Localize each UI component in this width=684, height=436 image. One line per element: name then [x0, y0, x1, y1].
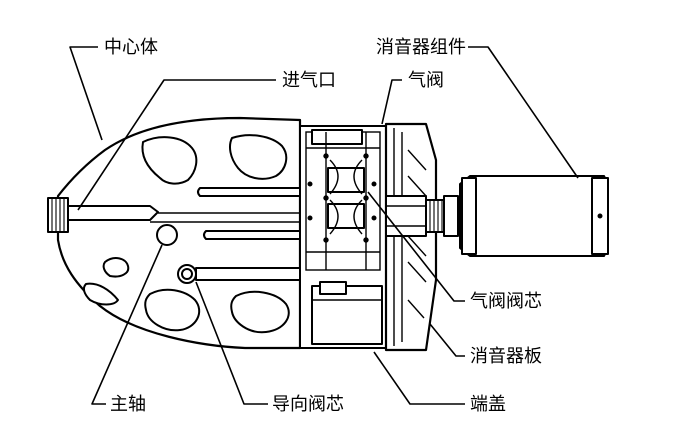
leader-center-body — [69, 46, 103, 141]
label-air-inlet: 进气口 — [282, 70, 336, 91]
pilot-valve-passage — [195, 267, 301, 281]
pilot-valve-spool-inner — [181, 268, 193, 280]
label-main-shaft: 主轴 — [110, 394, 146, 415]
exhaust-passage — [385, 195, 427, 237]
leader-air-inlet — [77, 79, 276, 211]
air-valve-spool-body — [327, 203, 365, 229]
air-inlet-fitting — [47, 197, 69, 233]
body-passage — [203, 230, 301, 240]
leader-air-valve-spool — [367, 191, 465, 302]
label-pilot-valve-spool: 导向阀芯 — [272, 394, 344, 415]
label-muffler-plate: 消音器板 — [470, 346, 542, 367]
muffler-end-ring — [461, 177, 477, 255]
label-center-body: 中心体 — [104, 37, 158, 58]
leader-air-valve — [381, 79, 402, 125]
leader-main-shaft — [91, 244, 163, 405]
air-inlet-threads — [51, 198, 65, 232]
label-air-valve: 气阀 — [408, 70, 444, 91]
air-valve-spool-arc — [353, 199, 363, 235]
muffler-fitting — [425, 199, 445, 233]
center-body-cavity — [229, 134, 288, 180]
label-muffler-assembly: 消音器组件 — [376, 37, 466, 58]
center-body-cavity — [230, 290, 290, 334]
center-body-cavity — [141, 136, 198, 185]
air-valve-lower-cutout — [319, 281, 347, 295]
muffler-hex-nut — [443, 195, 459, 237]
leader-end-cap — [373, 351, 465, 405]
main-shaft-bore — [156, 224, 178, 246]
air-valve-lower-chamber — [311, 285, 383, 345]
muffler-rivet — [597, 213, 603, 219]
leader-pilot-valve-spool — [195, 281, 268, 405]
air-valve-seal-dots — [307, 153, 377, 243]
air-inlet-passage — [67, 205, 159, 221]
muffler-body — [459, 175, 609, 257]
label-air-valve-spool: 气阀阀芯 — [470, 291, 542, 312]
label-end-cap: 端盖 — [470, 394, 506, 415]
muffler-fitting-threads — [429, 200, 443, 232]
air-valve-spool-arc — [329, 159, 339, 195]
leader-muffler-plate — [429, 323, 465, 357]
center-body-cavity — [144, 288, 201, 332]
center-body-cavity — [82, 282, 119, 306]
air-valve-spool-arc — [329, 199, 339, 235]
muffler-plate-hatch — [407, 149, 427, 319]
leader-muffler-assembly — [468, 46, 579, 179]
air-valve-spool-arc — [353, 159, 363, 195]
center-body-cavity — [102, 257, 130, 278]
body-passage — [197, 187, 301, 197]
air-valve-top-block — [311, 129, 363, 145]
